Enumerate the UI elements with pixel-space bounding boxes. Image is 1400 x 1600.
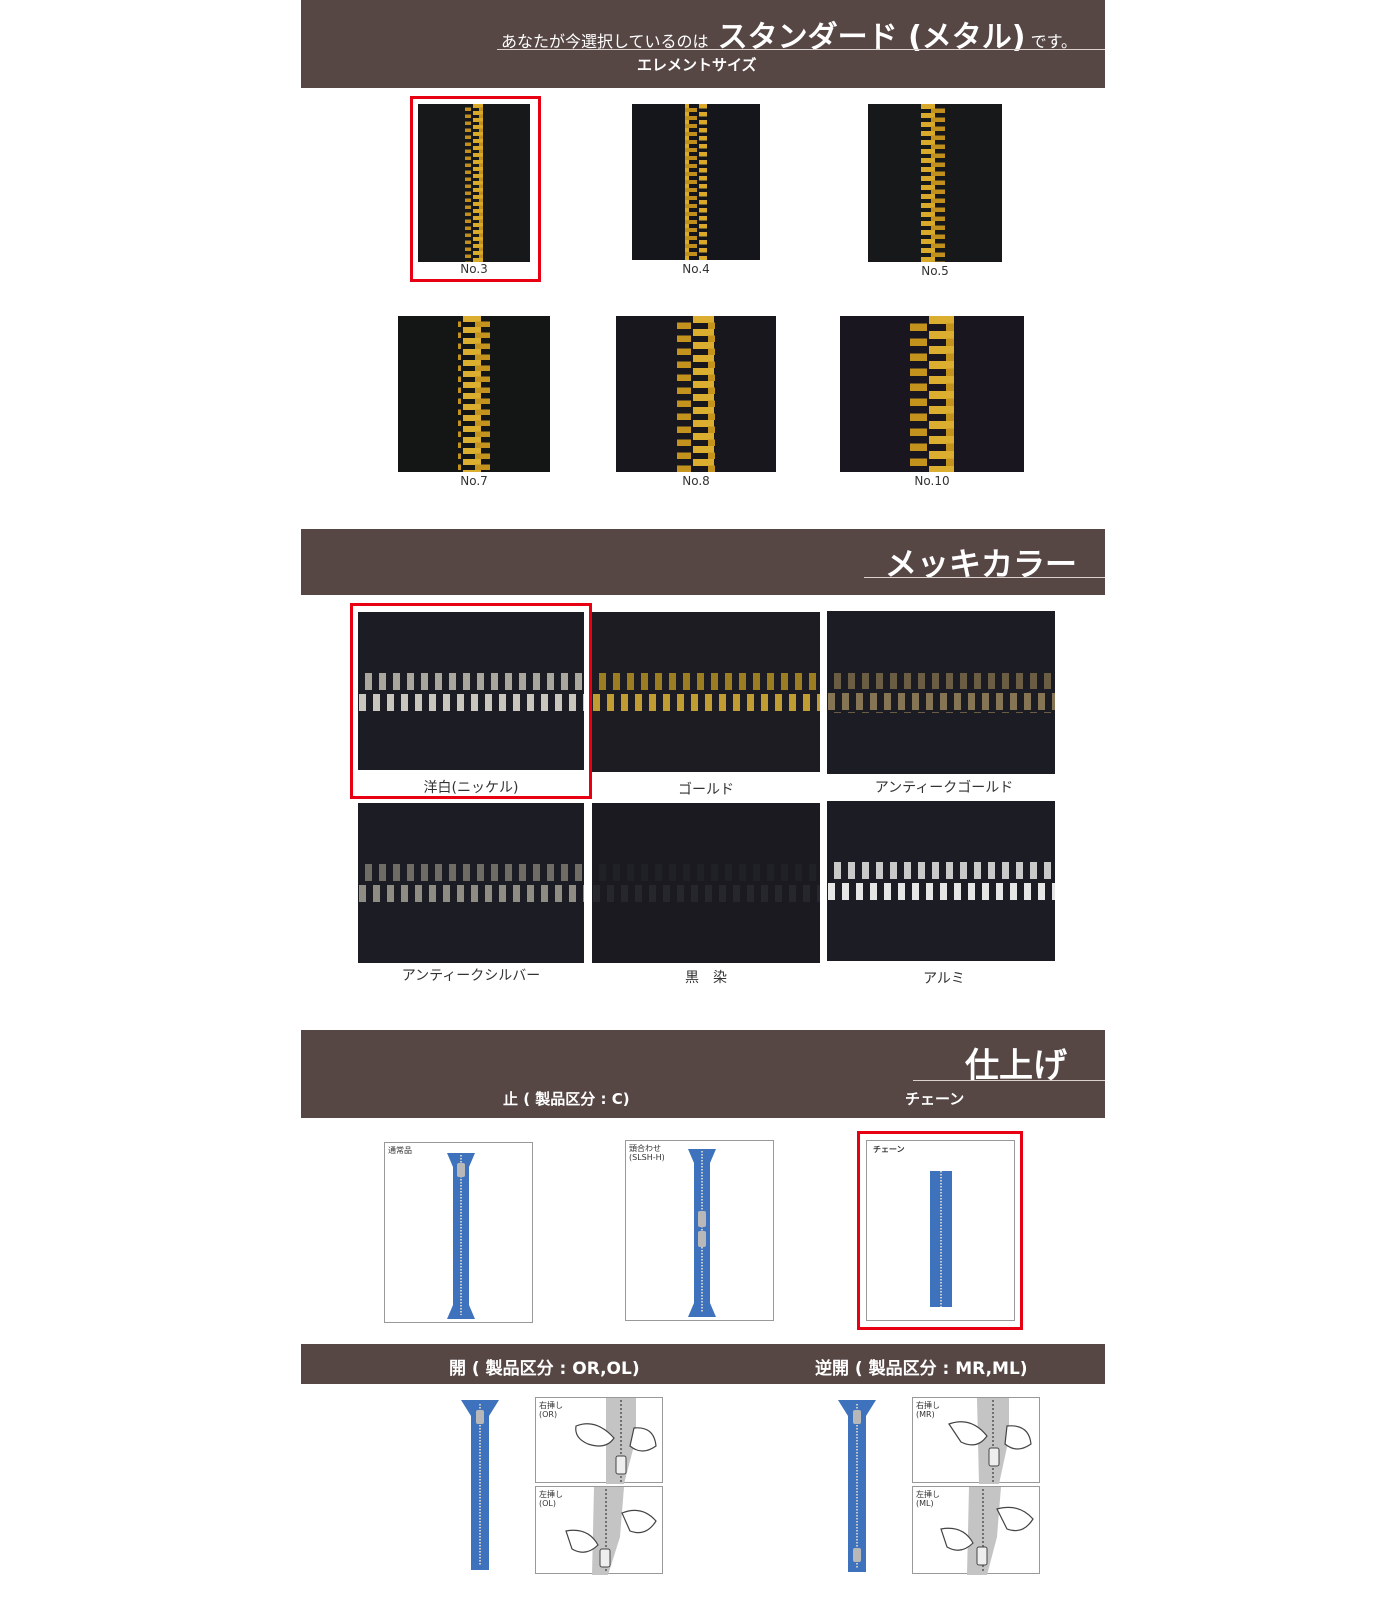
header-divider — [497, 49, 1105, 50]
size-label-no7: No.7 — [460, 474, 488, 488]
finish-card-standard[interactable]: 通常品 — [384, 1142, 533, 1323]
open-zipper-image — [461, 1400, 499, 1570]
size-swatch-no7[interactable] — [398, 316, 550, 472]
finish-closed-label: 止 ( 製品区分 : C) — [503, 1090, 630, 1108]
zipper-swatch-image — [398, 316, 550, 472]
plating-swatch-nickel[interactable] — [358, 612, 584, 770]
plating-label-antique-gold: アンティークゴールド — [874, 780, 1014, 796]
plating-label-nickel: 洋白(ニッケル) — [423, 780, 519, 796]
chain-zipper-image — [930, 1171, 952, 1307]
open-diagram-or: 右挿し (OR) — [535, 1397, 663, 1484]
zipper-swatch-image — [616, 316, 776, 472]
plating-divider — [864, 577, 1105, 578]
open-band: 開 ( 製品区分 : OR,OL) 逆開 ( 製品区分 : MR,ML) — [301, 1344, 1105, 1384]
plating-label-black: 黒 染 — [685, 970, 727, 986]
reverse-open-zipper-image — [838, 1400, 876, 1572]
element-size-label: エレメントサイズ — [637, 56, 757, 74]
reverse-diagram-mr: 右挿し (MR) — [912, 1397, 1040, 1484]
plating-swatch-black[interactable] — [592, 803, 820, 963]
finish-chain-label: チェーン — [905, 1090, 965, 1108]
zipper-swatch-image — [592, 612, 820, 772]
diagram-tag: 右挿し (OR) — [539, 1401, 563, 1419]
diagram-tag: 左挿し (OL) — [539, 1490, 563, 1508]
size-swatch-no4[interactable] — [632, 104, 760, 260]
finish-band: 仕上げ 止 ( 製品区分 : C) チェーン — [301, 1030, 1105, 1118]
diagram-tag: 左挿し (ML) — [916, 1490, 940, 1508]
hand-insert-illustration — [575, 1398, 657, 1484]
size-label-no5: No.5 — [921, 264, 949, 278]
hand-insert-illustration — [948, 1398, 1032, 1484]
hand-insert-illustration — [940, 1487, 1034, 1575]
header-suffix: です。 — [1030, 32, 1077, 51]
zipper-swatch-image — [827, 801, 1055, 961]
plating-selection-frame — [350, 603, 592, 799]
header-band: あなたが今選択しているのは スタンダード (メタル) です。 エレメントサイズ — [301, 0, 1105, 88]
finish-card-tag: 頭合わせ (SLSH-H) — [629, 1144, 665, 1162]
finish-selection-frame — [857, 1131, 1023, 1330]
size-swatch-no10[interactable] — [840, 316, 1024, 472]
finish-divider — [913, 1080, 1105, 1081]
closed-zipper-image — [447, 1153, 475, 1319]
reverse-diagram-ml: 左挿し (ML) — [912, 1486, 1040, 1575]
size-swatch-no5[interactable] — [868, 104, 1002, 262]
size-label-no3: No.3 — [460, 262, 488, 276]
plating-label-aluminum: アルミ — [923, 971, 965, 987]
plating-swatch-aluminum[interactable] — [827, 801, 1055, 961]
size-swatch-no8[interactable] — [616, 316, 776, 472]
zipper-swatch-image — [868, 104, 1002, 262]
zipper-swatch-image — [840, 316, 1024, 472]
header-prefix: あなたが今選択しているのは — [501, 32, 709, 51]
reverse-open-label: 逆開 ( 製品区分 : MR,ML) — [815, 1359, 1028, 1379]
finish-card-chain[interactable]: チェーン — [866, 1140, 1015, 1321]
diagram-tag: 右挿し (MR) — [916, 1401, 940, 1419]
size-label-no10: No.10 — [914, 474, 950, 488]
plating-swatch-antique-silver[interactable] — [358, 803, 584, 963]
zipper-swatch-image — [358, 612, 584, 770]
finish-card-head-to-head[interactable]: 頭合わせ (SLSH-H) — [625, 1140, 774, 1321]
size-label-no8: No.8 — [682, 474, 710, 488]
head-to-head-zipper-image — [688, 1149, 716, 1317]
plating-band: メッキカラー — [301, 529, 1105, 595]
hand-insert-illustration — [565, 1487, 657, 1575]
open-label: 開 ( 製品区分 : OR,OL) — [449, 1359, 640, 1379]
plating-label-antique-silver: アンティークシルバー — [401, 968, 541, 984]
plating-title: メッキカラー — [884, 545, 1077, 583]
zipper-swatch-image — [632, 104, 760, 260]
zipper-swatch-image — [358, 803, 584, 963]
size-selection-frame — [410, 96, 541, 282]
open-diagram-ol: 左挿し (OL) — [535, 1486, 663, 1575]
size-swatch-no3[interactable] — [418, 104, 530, 262]
finish-title: 仕上げ — [965, 1046, 1067, 1086]
plating-swatch-gold[interactable] — [592, 612, 820, 772]
size-label-no4: No.4 — [682, 262, 710, 276]
finish-card-tag: 通常品 — [388, 1146, 412, 1155]
plating-swatch-antique-gold[interactable] — [827, 611, 1055, 774]
zipper-swatch-image — [418, 104, 530, 262]
finish-card-tag: チェーン — [873, 1145, 905, 1154]
plating-label-gold: ゴールド — [678, 782, 734, 798]
zipper-swatch-image — [827, 611, 1055, 774]
zipper-swatch-image — [592, 803, 820, 963]
